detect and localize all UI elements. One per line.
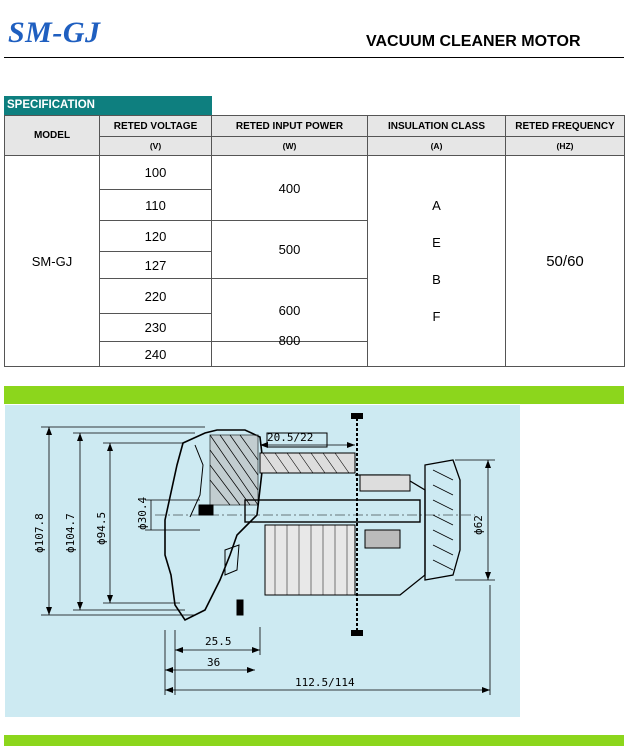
dim-length-20-5-22: 20.5/22 [267,431,313,444]
motor-technical-drawing: ϕ107.8 ϕ104.7 ϕ94.5 ϕ30.4 ϕ62 20.5/22 25… [5,405,520,717]
motor-outline [164,429,461,622]
dim-diameter-62: ϕ62 [472,515,485,535]
voltage-cell: 127 [99,251,212,279]
dim-length-112-5-114: 112.5/114 [295,676,355,689]
column-header-power: RETED INPUT POWER [211,115,368,137]
unit-voltage: (V) [99,136,212,156]
unit-frequency: (HZ) [505,136,625,156]
specification-label: SPECIFICATION [4,96,212,115]
dim-diameter-107-8: ϕ107.8 [33,513,46,553]
power-cell: 500 [211,220,368,279]
document-title: VACUUM CLEANER MOTOR [366,33,581,50]
insulation-class: B [432,272,441,287]
dim-diameter-94-5: ϕ94.5 [95,512,108,545]
voltage-cell: 230 [99,313,212,342]
dim-diameter-30-4: ϕ30.4 [136,497,149,530]
dim-length-25-5: 25.5 [205,635,232,648]
section-band [4,386,624,404]
column-header-voltage: RETED VOLTAGE [99,115,212,137]
voltage-cell: 240 [99,341,212,367]
voltage-cell: 120 [99,220,212,252]
column-header-frequency: RETED FREQUENCY [505,115,625,137]
dimension-lines [41,426,495,695]
power-cell: 800 [211,327,368,353]
power-cell: 400 [211,155,368,221]
dim-length-36: 36 [207,656,220,669]
column-header-model: MODEL [4,115,100,156]
header-divider [4,57,624,58]
frequency-cell: 50/60 [505,155,625,367]
model-cell: SM-GJ [4,155,100,367]
unit-power: (W) [211,136,368,156]
gear-column [351,413,363,637]
unit-insulation: (A) [367,136,506,156]
voltage-cell: 220 [99,278,212,314]
brand-logo-text: SM-GJ [8,16,101,49]
dimension-arrows [46,427,491,693]
column-header-insulation: INSULATION CLASS [367,115,506,137]
voltage-cell: 110 [99,189,212,221]
insulation-class: E [432,235,441,250]
insulation-cell: A E B F [367,155,506,367]
specification-table: MODEL RETED VOLTAGE RETED INPUT POWER IN… [4,115,625,367]
insulation-class: A [432,198,441,213]
insulation-class: F [432,309,441,324]
dim-diameter-104-7: ϕ104.7 [64,513,77,553]
section-band [4,735,624,746]
voltage-cell: 100 [99,155,212,190]
